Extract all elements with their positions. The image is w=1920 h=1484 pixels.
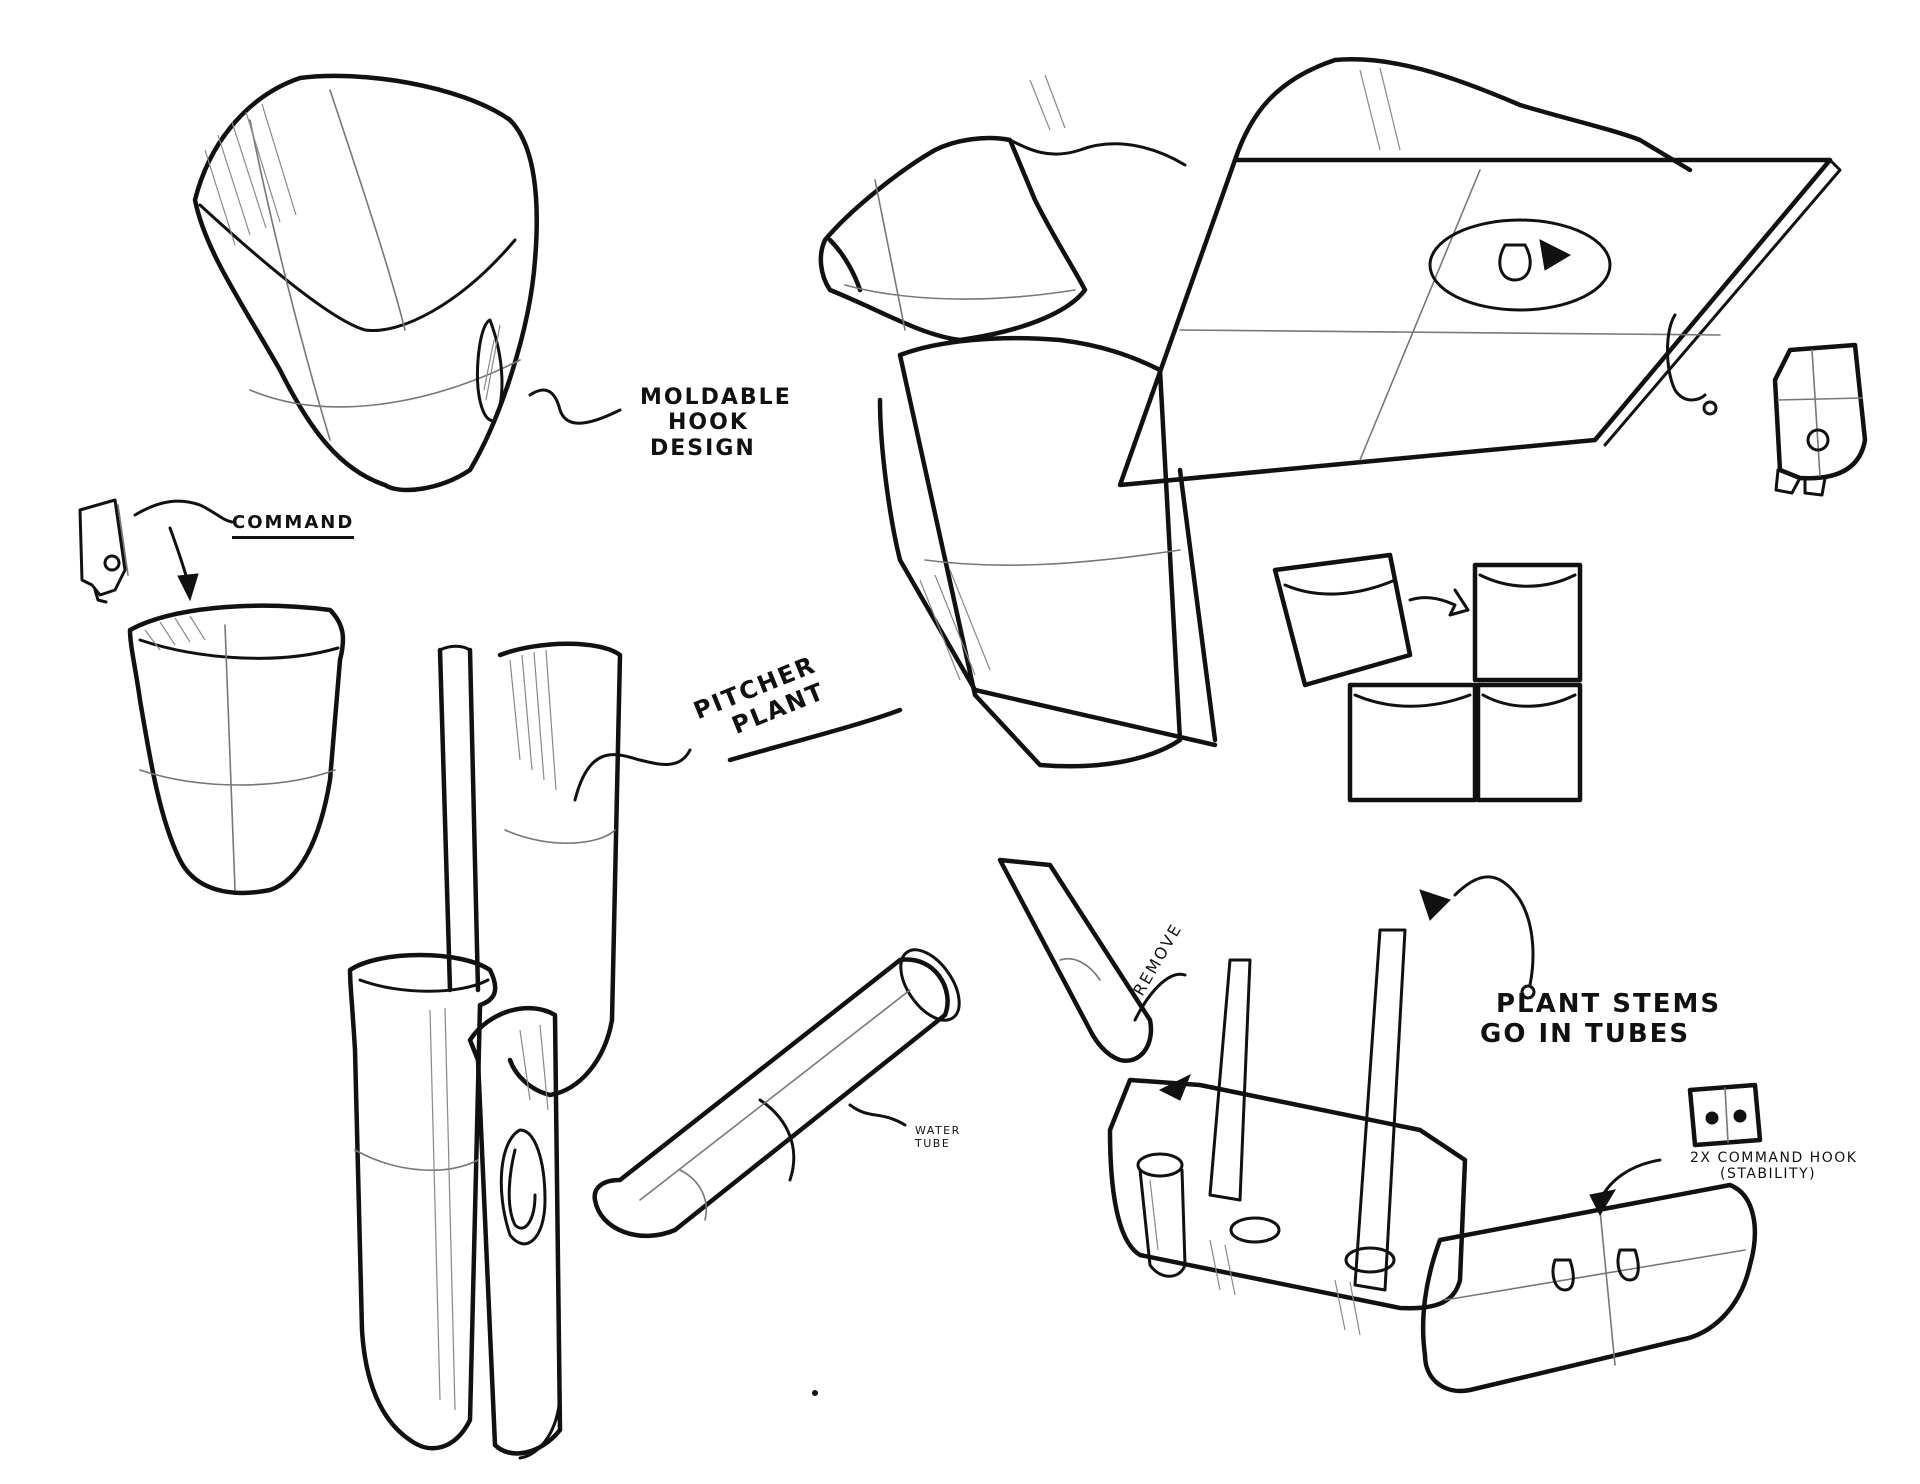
annotation-line: DESIGN [650,435,756,461]
command-pot-sketch [78,498,346,896]
annotation-line: WATER [915,1124,961,1137]
annotation-line: TUBE [915,1136,951,1150]
annotation-line: MOLDABLE [640,385,792,410]
pitcher-plant-sketch [347,641,903,1460]
annotation-moldable-hook-design: MOLDABLE HOOK DESIGN [640,385,792,461]
panel-planter-sketch [818,57,1868,769]
stray-ink-dot [812,1390,818,1396]
moldable-hook-pot-sketch [192,73,622,493]
annotation-line: PLANT STEMS [1496,989,1722,1019]
annotation-text: COMMAND [232,512,355,533]
modular-tiles-sketch [1272,552,1583,803]
annotation-command-hook-stability: 2X COMMAND HOOK (STABILITY) [1690,1150,1857,1182]
water-tube-sketch [592,948,961,1239]
test-tube-holder-sketch [997,857,1763,1394]
annotation-command: COMMAND [232,512,355,539]
annotation-plant-stems: PLANT STEMS GO IN TUBES [1480,989,1722,1050]
annotation-line: HOOK [668,410,749,436]
annotation-water-tube: WATER TUBE [915,1124,961,1150]
annotation-line: GO IN TUBES [1480,1018,1691,1049]
annotation-line: (STABILITY) [1720,1166,1817,1183]
annotation-line: 2X COMMAND HOOK [1690,1150,1858,1166]
